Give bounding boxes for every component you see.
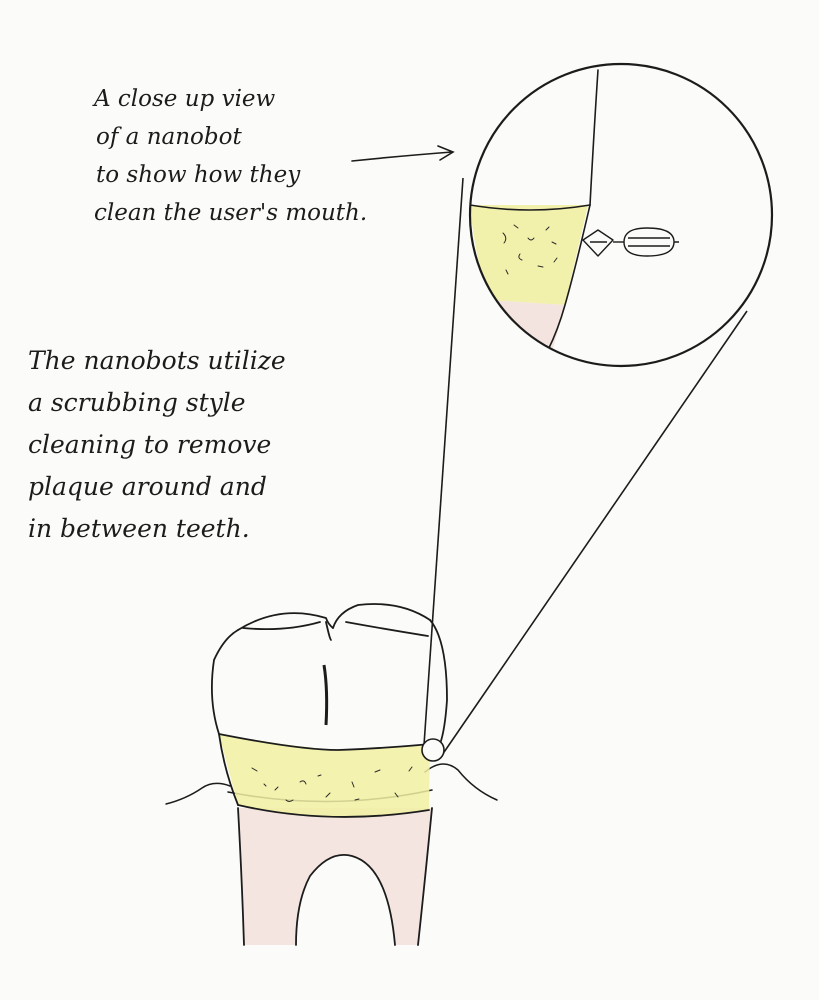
magnifier-view [470, 64, 772, 366]
tooth-fissure [324, 665, 327, 725]
nanobot [583, 228, 679, 256]
pointer-arrow [352, 146, 453, 161]
tooth-root-shade [238, 808, 432, 945]
contact-point-circle [422, 739, 444, 761]
